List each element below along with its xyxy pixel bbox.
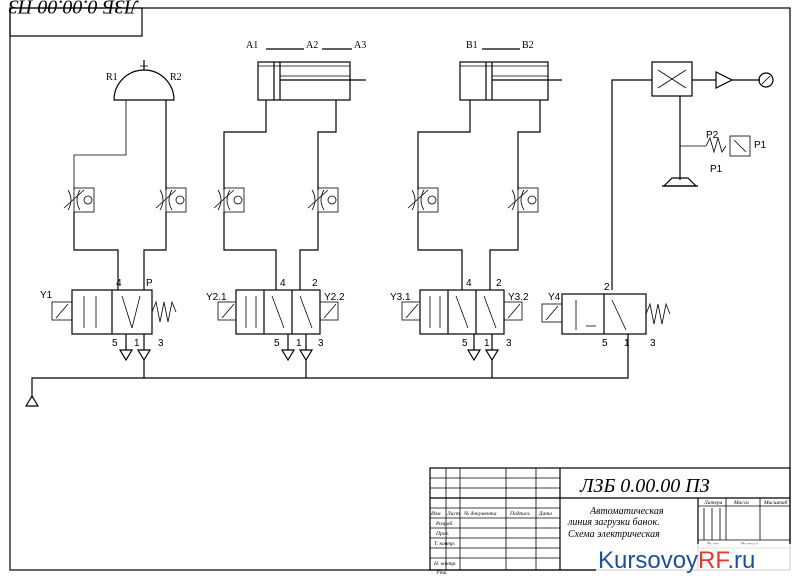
svg-text:№ документа: № документа [463,510,497,517]
svg-text:Y2.2: Y2.2 [324,292,345,303]
svg-text:Y2.1: Y2.1 [206,292,227,303]
svg-text:Т. контр.: Т. контр. [434,541,455,547]
svg-text:1: 1 [624,338,630,349]
title-name-2: линия загрузки банок. [567,517,660,528]
svg-text:Утв.: Утв. [436,570,447,576]
title-name-1: Автоматическая [589,506,664,517]
svg-text:3: 3 [318,338,324,349]
directional-valve-4: Y4 2 5 1 3 [541,282,671,349]
directional-valve-3: Y3.1 Y3.2 4 2 5 1 3 [390,278,529,362]
svg-text:Y3.1: Y3.1 [390,292,411,303]
svg-text:B2: B2 [522,40,534,51]
svg-text:P2: P2 [706,130,719,141]
cylinder-b: B1 B2 [459,40,562,101]
title-name-3: Схема электрическая [568,529,660,540]
svg-text:Подпись: Подпись [509,510,530,517]
vacuum-unit: P2 P1 P1 [611,61,774,290]
svg-text:5: 5 [274,338,280,349]
svg-text:P: P [146,278,153,289]
svg-text:2: 2 [312,278,318,289]
svg-text:A1: A1 [246,40,258,51]
rotary-actuator: R1 R2 [106,60,182,101]
svg-text:R2: R2 [170,72,182,83]
svg-text:2: 2 [604,282,610,293]
svg-text:5: 5 [602,338,608,349]
svg-text:4: 4 [466,278,472,289]
svg-text:R1: R1 [106,72,118,83]
svg-text:Изм: Изм [430,511,441,517]
svg-text:Лист: Лист [446,511,460,517]
svg-text:KursovoyRF.ru: KursovoyRF.ru [598,547,755,574]
svg-text:A2: A2 [306,40,318,51]
svg-text:4: 4 [116,278,122,289]
svg-text:P1: P1 [710,164,723,175]
svg-text:Литера: Литера [703,500,723,506]
svg-text:4: 4 [280,278,286,289]
svg-text:B1: B1 [466,40,478,51]
cylinder-a: A1 A2 A3 [246,40,366,101]
stamp-box [9,7,143,37]
svg-text:Y4: Y4 [548,292,561,303]
svg-text:3: 3 [158,338,164,349]
svg-text:P1: P1 [754,140,767,151]
watermark-logo: KursovoyRF.ru [596,544,800,576]
svg-text:Масса: Масса [733,500,749,506]
svg-text:1: 1 [484,338,490,349]
svg-text:3: 3 [650,338,656,349]
throttle-check-valves [63,187,539,213]
directional-valve-1: Y1 4 P 5 1 3 [40,278,177,362]
svg-text:3: 3 [506,338,512,349]
stamp-rotated-text: ЛЗБ 0.00.00 ПЗ [8,0,139,17]
svg-text:Разраб.: Разраб. [435,520,454,527]
svg-text:5: 5 [462,338,468,349]
svg-text:A3: A3 [354,40,366,51]
svg-text:1: 1 [134,338,140,349]
svg-text:Y1: Y1 [40,290,53,301]
svg-text:Масштаб: Масштаб [763,499,788,506]
svg-text:2: 2 [496,278,502,289]
title-code: ЛЗБ 0.00.00 ПЗ [579,475,710,497]
directional-valve-2: Y2.1 Y2.2 4 2 5 1 3 [206,278,345,362]
svg-text:1: 1 [296,338,302,349]
svg-text:Н. контр.: Н. контр. [433,561,457,567]
svg-text:Пров.: Пров. [435,531,449,537]
pressure-source-icon [24,394,40,407]
svg-text:Дата: Дата [538,511,552,517]
svg-text:5: 5 [112,338,118,349]
drawing-frame [9,7,791,571]
svg-text:Y3.2: Y3.2 [508,292,529,303]
